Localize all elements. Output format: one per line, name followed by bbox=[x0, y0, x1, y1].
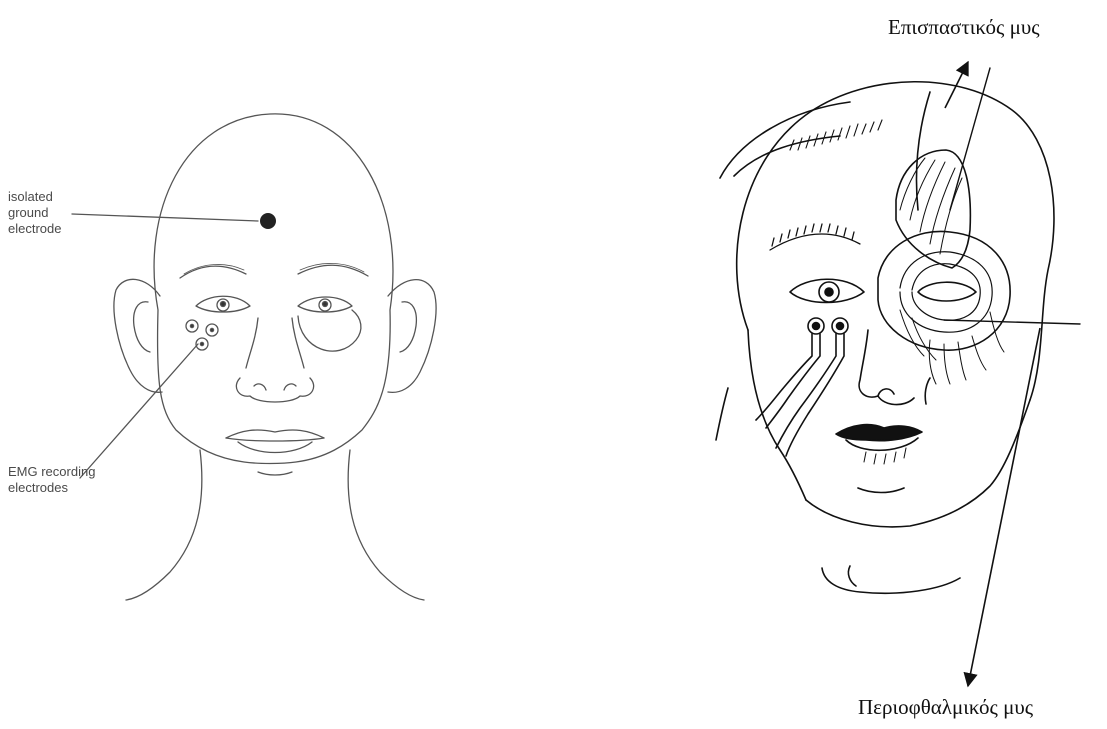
left-head-outline bbox=[154, 114, 393, 464]
emg-electrode-3-dot bbox=[200, 342, 203, 345]
left-mouth-lower bbox=[238, 442, 312, 453]
frontalis-muscle-outline bbox=[896, 150, 970, 268]
right-nose bbox=[859, 330, 914, 405]
right-forehead-hatching bbox=[790, 120, 882, 150]
left-nostril-2 bbox=[284, 384, 296, 390]
left-ground-label: isolated ground electrode bbox=[8, 189, 61, 236]
arrow-bottom-muscle bbox=[968, 328, 1040, 686]
left-ear-left bbox=[114, 279, 162, 392]
emg-electrode-1-dot bbox=[190, 324, 193, 327]
svg-text:ground: ground bbox=[8, 205, 48, 220]
pointer-orbicularis-line bbox=[944, 320, 1080, 324]
left-pupil-1-dot bbox=[221, 302, 226, 307]
right-face-figure bbox=[716, 68, 1080, 593]
right-chin-dimple bbox=[858, 488, 904, 493]
left-face-figure bbox=[72, 114, 436, 600]
ground-label-line3: electrode bbox=[8, 221, 61, 236]
svg-text:isolated: isolated bbox=[8, 189, 53, 204]
right-pupil-left bbox=[825, 288, 833, 296]
emg-electrode-2-dot bbox=[210, 328, 213, 331]
svg-text:electrodes: electrodes bbox=[8, 480, 68, 495]
left-eyebrow-1 bbox=[180, 266, 246, 278]
emg-leader-line bbox=[80, 344, 198, 478]
left-ear-right-inner bbox=[400, 302, 416, 352]
left-neck-right bbox=[348, 450, 424, 600]
emg-label-line1: EMG recording bbox=[8, 464, 95, 479]
left-nose-bridge-right bbox=[292, 318, 304, 368]
left-nose-bottom bbox=[236, 378, 313, 402]
orbicularis-ring-2 bbox=[912, 264, 980, 321]
svg-text:electrode: electrode bbox=[8, 221, 61, 236]
right-chin bbox=[806, 400, 1030, 527]
ground-label-line1: isolated bbox=[8, 189, 53, 204]
right-electrode-wire-2 bbox=[776, 334, 836, 448]
right-neck bbox=[822, 568, 960, 593]
ground-label-line2: ground bbox=[8, 205, 48, 220]
left-ear-right bbox=[388, 280, 436, 393]
right-electrode-2-dot bbox=[837, 323, 844, 330]
left-nose-bridge-left bbox=[246, 318, 258, 368]
left-mouth-upper bbox=[226, 430, 324, 438]
left-chin bbox=[258, 472, 292, 475]
frontalis-fibers bbox=[900, 158, 962, 254]
right-side-line bbox=[716, 388, 728, 440]
right-nostril bbox=[878, 389, 894, 396]
right-head-outline bbox=[737, 82, 1054, 400]
right-cheek-crease bbox=[925, 378, 930, 404]
right-eyebrow-left bbox=[770, 224, 860, 250]
orbicularis-eye-opening bbox=[918, 282, 976, 301]
left-neck-left bbox=[126, 450, 202, 600]
left-undereye-bag bbox=[298, 310, 361, 351]
right-head-left-jaw bbox=[748, 330, 806, 500]
right-neck-mark bbox=[848, 566, 856, 586]
emg-label-line2: electrodes bbox=[8, 480, 68, 495]
left-mouth-line bbox=[226, 438, 324, 441]
left-ear-left-inner bbox=[134, 302, 150, 352]
right-mouth-upper bbox=[836, 425, 922, 441]
left-nostril-1 bbox=[254, 384, 266, 390]
ground-leader-line bbox=[72, 214, 258, 221]
svg-text:EMG recording: EMG recording bbox=[8, 464, 95, 479]
right-electrode-1-dot bbox=[813, 323, 820, 330]
orbicularis-fibers-lower bbox=[900, 310, 1004, 360]
ground-electrode-dot bbox=[260, 213, 276, 229]
left-emg-label: EMG recording electrodes bbox=[8, 464, 95, 495]
left-pupil-2-dot bbox=[323, 302, 328, 307]
top-muscle-label: Επισπαστικός μυς bbox=[888, 15, 1040, 39]
bottom-muscle-label: Περιοφθαλμικός μυς bbox=[858, 695, 1034, 719]
